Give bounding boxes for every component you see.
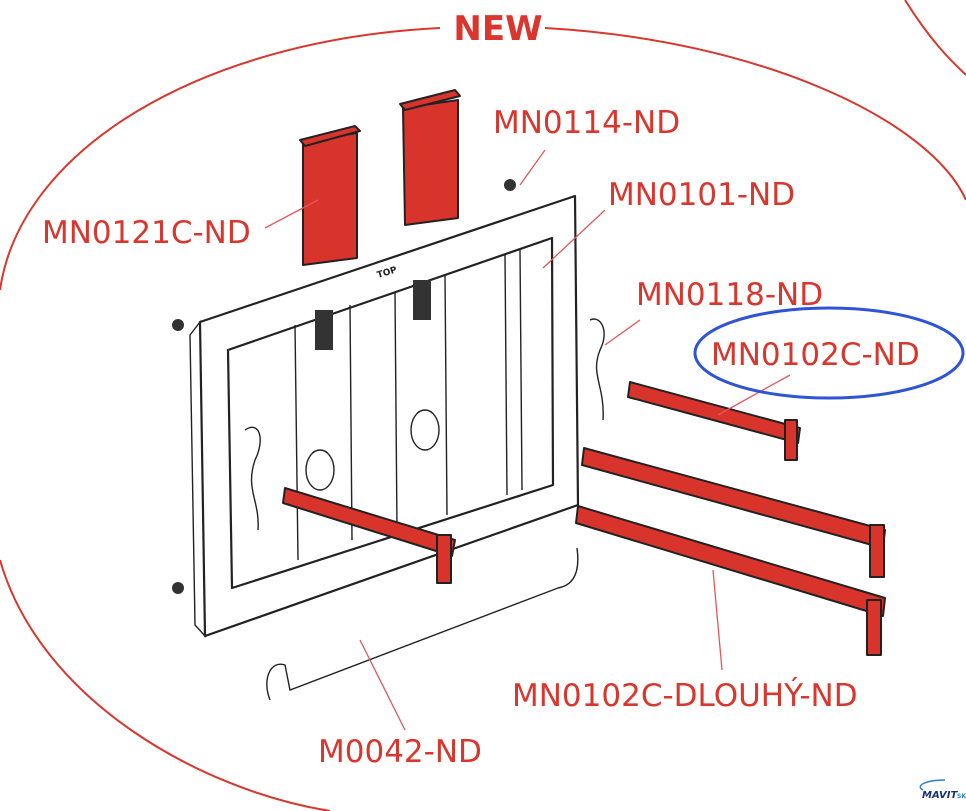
logo-name: MAVIT <box>922 790 958 801</box>
outer-ellipse <box>0 27 966 811</box>
clip-mn0118 <box>589 318 605 421</box>
mavit-logo: MAVIT SK <box>919 779 966 801</box>
bar-front-knob <box>436 534 452 584</box>
highlight-ellipse <box>693 306 965 400</box>
bar-long-2 <box>575 505 886 617</box>
new-title: NEW <box>453 9 542 49</box>
label-m0042: M0042-ND <box>318 734 482 770</box>
plate-mn0121c-1 <box>299 125 361 266</box>
label-mn0118: MN0118-ND <box>636 277 823 313</box>
label-mn0102c: MN0102C-ND <box>711 337 920 373</box>
label-mn0114: MN0114-ND <box>493 105 680 141</box>
plate-mn0121c-2 <box>399 89 461 226</box>
bar-mn0102c <box>627 381 801 444</box>
bar-long-1-knob <box>869 524 885 578</box>
label-mn0121c: MN0121C-ND <box>42 215 251 251</box>
wire-m0042 <box>266 547 579 701</box>
bar-long-2-knob <box>866 599 882 656</box>
label-mn0101: MN0101-ND <box>608 177 795 213</box>
bar-mn0102c-knob <box>784 419 798 461</box>
logo-suffix: SK <box>957 793 966 800</box>
top-right-ellipse <box>904 0 966 76</box>
label-mn0102c-long: MN0102C-DLOUHÝ-ND <box>512 678 858 714</box>
